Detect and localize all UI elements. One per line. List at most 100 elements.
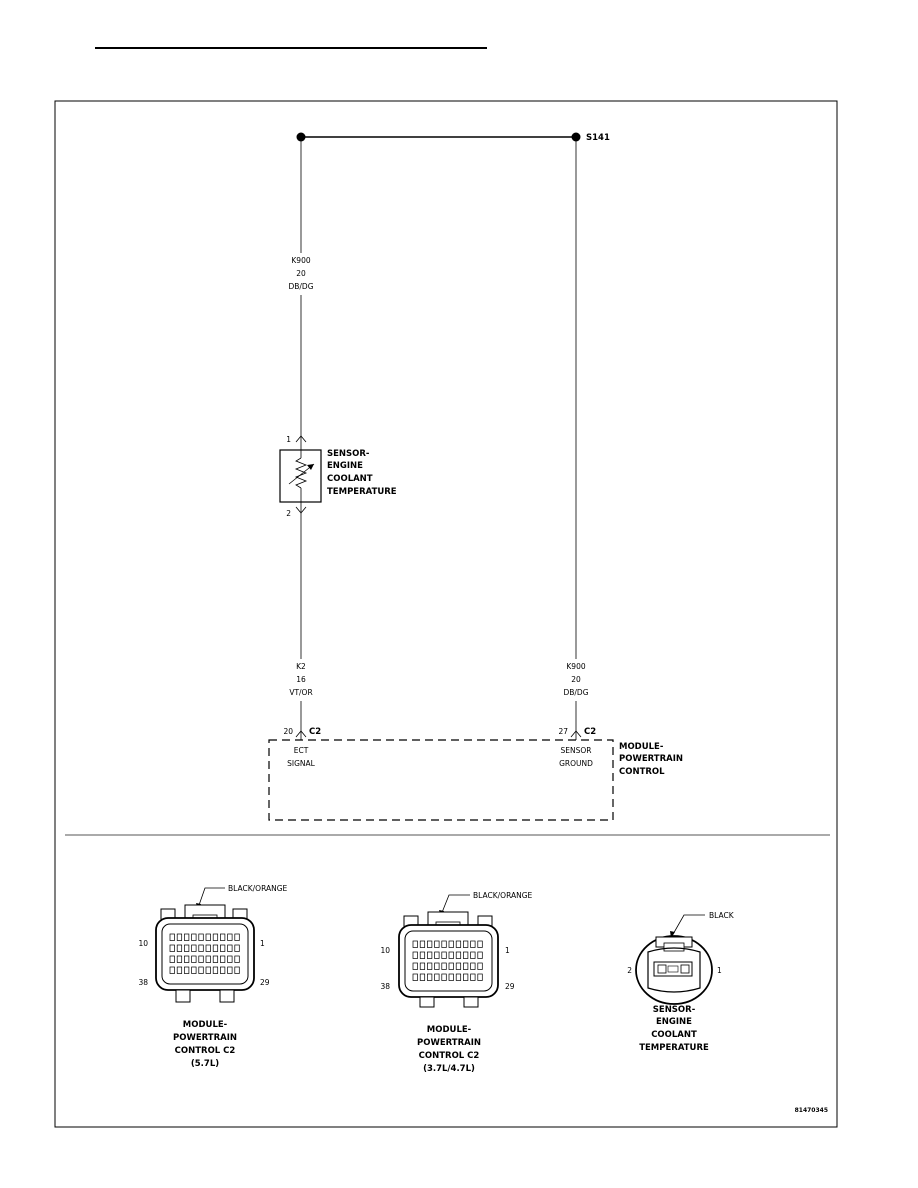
- connector-cavity: [419, 973, 426, 981]
- sensor-name-line-1: SENSOR-: [327, 449, 370, 459]
- connector-cavity: [227, 966, 233, 974]
- connector-1-pin-29: 29: [260, 978, 270, 987]
- connector-cavity: [220, 933, 226, 941]
- connector-2-pin-38: 38: [380, 982, 390, 991]
- connector-cavity: [169, 944, 175, 952]
- thermistor-icon: [294, 457, 308, 489]
- connector-cavity: [441, 962, 447, 970]
- connector-cavity: [234, 944, 240, 952]
- connector-cavity: [470, 951, 476, 959]
- connector-cavity: [234, 955, 240, 963]
- connector-cavity: [227, 955, 233, 963]
- connector-cavity: [169, 933, 175, 941]
- connector-cavity: [477, 951, 483, 959]
- connector-3-caption-line-4: TEMPERATURE: [639, 1043, 709, 1053]
- connector-cavity: [448, 962, 454, 970]
- connector-cavity: [448, 973, 454, 981]
- connector-cavity: [427, 962, 433, 970]
- wire-right-bottom-gauge: 20: [571, 675, 581, 684]
- connector-cavity: [441, 951, 447, 959]
- connector-cavity: [477, 940, 483, 948]
- connector-cavity: [205, 955, 211, 963]
- pcm-right-signal-line-1: SENSOR: [561, 746, 592, 755]
- connector-cavity: [477, 962, 483, 970]
- pcm-pin27-label: 27: [558, 727, 568, 736]
- connector-cavity: [427, 940, 433, 948]
- connector-cavity: [176, 933, 183, 941]
- connector-1-pin-1: 1: [260, 939, 265, 948]
- connector-cavity: [455, 951, 462, 959]
- connector-cavity: [412, 973, 418, 981]
- connector-cavity: [176, 966, 183, 974]
- connector-3-cavity-1: [680, 964, 690, 974]
- sensor-pin2-label: 2: [286, 509, 291, 518]
- connector-cavity: [205, 944, 211, 952]
- connector-1-caption-line-4: (5.7L): [191, 1059, 219, 1069]
- pcm-left-connector-id: C2: [309, 727, 321, 737]
- diagram-frame: [54, 100, 838, 1128]
- connector-cavity: [227, 944, 233, 952]
- connector-3-cavity-2: [657, 964, 667, 974]
- sensor-pin1-label: 1: [286, 435, 291, 444]
- wire-right-bottom-color: DB/DG: [563, 688, 588, 697]
- connector-cavity: [212, 933, 219, 941]
- connector-cavity: [169, 966, 175, 974]
- connector-view-pcm-c2-5-7l: BLACK/ORANGE 10 1 38 29 MODULE- POWERTRA…: [138, 884, 287, 1069]
- connector-2-caption-line-1: MODULE-: [427, 1025, 472, 1035]
- connector-cavity: [412, 962, 418, 970]
- figure-id: 81470345: [795, 1107, 828, 1114]
- connector-view-pcm-c2-3-7l-4-7l: BLACK/ORANGE 10 1 38 29 MODULE- POWERTRA…: [380, 891, 532, 1074]
- connector-cavity: [470, 962, 476, 970]
- connector-cavity: [220, 955, 226, 963]
- connector-cavity: [205, 933, 211, 941]
- connector-cavity: [455, 973, 462, 981]
- connector-3-caption-line-2: ENGINE: [656, 1017, 692, 1027]
- connector-1-cavities: [169, 933, 240, 974]
- connector-2-body: [398, 924, 499, 998]
- connector-cavity: [220, 966, 226, 974]
- module-name-line-1: MODULE-: [619, 742, 664, 752]
- connector-cavity: [191, 955, 197, 963]
- module-name-line-2: POWERTRAIN: [619, 754, 683, 764]
- pcm-left-signal-line-2: SIGNAL: [287, 759, 316, 768]
- wire-left-bottom-gauge: 16: [296, 675, 306, 684]
- module-name-line-3: CONTROL: [619, 767, 665, 777]
- connector-1-caption-line-2: POWERTRAIN: [173, 1033, 237, 1043]
- connector-cavity: [234, 966, 240, 974]
- pcm-pin20-label: 20: [283, 727, 293, 736]
- connector-1-caption-line-3: CONTROL C2: [175, 1046, 236, 1056]
- connector-cavity: [184, 955, 190, 963]
- connector-cavity: [455, 962, 462, 970]
- color-leader-1: [197, 887, 225, 909]
- connector-cavity: [191, 933, 197, 941]
- connector-cavity: [427, 973, 433, 981]
- wire-left-top-color: DB/DG: [288, 282, 313, 291]
- sensor-name-line-2: ENGINE: [327, 461, 363, 471]
- connector-1-caption-line-1: MODULE-: [183, 1020, 228, 1030]
- connector-cavity: [220, 944, 226, 952]
- schematic: S141 K900 20 DB/DG 1 SENSOR- ENGINE COOL…: [268, 132, 683, 821]
- connector-view-ect-sensor: BLACK 2 1 SENSOR- ENGINE COOLANT TEMPERA…: [627, 911, 735, 1053]
- connector-cavity: [212, 955, 219, 963]
- connector-1-color-label: BLACK/ORANGE: [228, 884, 288, 893]
- wire-left-bottom-circuit: K2: [296, 662, 306, 671]
- connector-cavity: [448, 940, 454, 948]
- connector-cavity: [176, 955, 183, 963]
- connector-cavity: [463, 940, 469, 948]
- wire-right-bottom-circuit: K900: [566, 662, 585, 671]
- sensor-name-line-4: TEMPERATURE: [327, 487, 397, 497]
- connector-2-pin-10: 10: [380, 946, 390, 955]
- color-leader-3: [671, 914, 705, 937]
- connector-cavity: [212, 944, 219, 952]
- connector-1-body: [155, 917, 255, 991]
- connector-3-pin-1: 1: [717, 966, 722, 975]
- connector-cavity: [234, 933, 240, 941]
- connector-1-pin-38: 38: [138, 978, 148, 987]
- connector-2-pin-29: 29: [505, 982, 515, 991]
- connector-cavity: [212, 966, 219, 974]
- wire-left-top-circuit: K900: [291, 256, 310, 265]
- connector-cavity: [198, 944, 204, 952]
- connector-1-pin-10: 10: [138, 939, 148, 948]
- wire-left-bottom-color: VT/OR: [289, 688, 312, 697]
